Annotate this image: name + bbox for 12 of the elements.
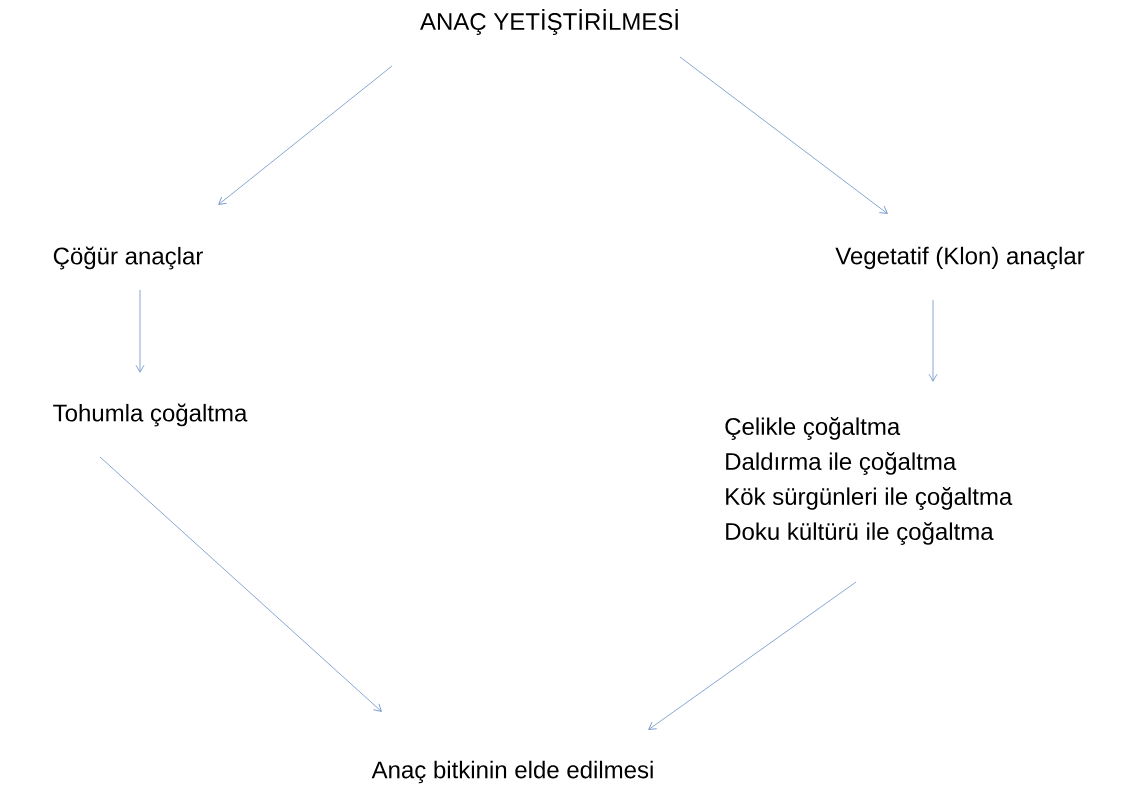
label-text: Tohumla çoğaltma — [53, 403, 248, 427]
arrow — [135, 289, 145, 373]
arrow — [99, 456, 382, 712]
arrow — [679, 56, 888, 214]
label-text: ANAÇ YETİŞTİRİLMESİ — [420, 9, 678, 35]
label-text: Anaç bitkinin elde edilmesi — [371, 760, 653, 784]
arrow — [218, 65, 393, 205]
method-list: Çelikle çoğaltma Daldırma ile çoğaltma Kök sürgünleri ile çoğaltma Doku kültürü ile çoğaltma — [725, 417, 1013, 545]
label-text: Vegetatif (Klon) anaçlar — [835, 246, 1085, 270]
arrow — [648, 581, 857, 730]
label-text: Çöğür anaçlar — [53, 246, 203, 270]
arrow — [928, 299, 938, 382]
